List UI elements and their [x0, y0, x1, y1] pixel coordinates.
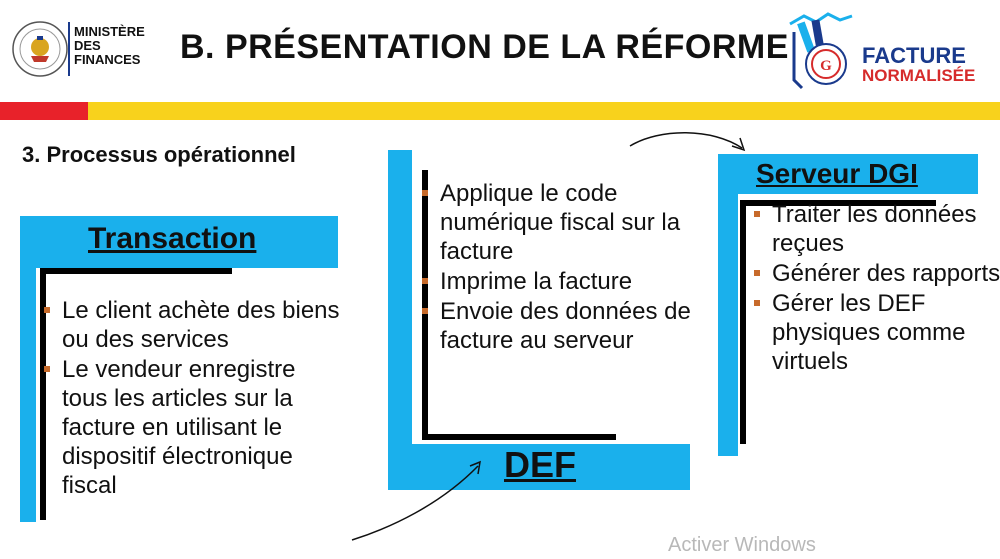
serveur-frame-left: [718, 154, 738, 456]
header-stripe-red: [0, 102, 88, 120]
svg-text:G: G: [820, 58, 832, 74]
activate-windows-watermark: Activer Windows: [668, 534, 816, 556]
def-accent-bottom: [422, 434, 616, 440]
serveur-title: Serveur DGI: [756, 158, 918, 189]
arrow-def-to-serveur-icon: [629, 132, 743, 149]
transaction-title: Transaction: [88, 222, 257, 255]
brand-line-2: NORMALISÉE: [862, 66, 976, 85]
ministry-line-2: DES FINANCES: [74, 38, 141, 67]
def-item: Imprime la facture: [420, 267, 700, 296]
brand-line-1: FACTURE: [862, 43, 966, 68]
transaction-item: Le client achète des biens ou des servic…: [42, 296, 342, 354]
slide-title: B. PRÉSENTATION DE LA RÉFORME: [180, 28, 789, 66]
def-title: DEF: [504, 444, 576, 485]
serveur-list: Traiter les données reçues Générer des r…: [752, 200, 1000, 377]
transaction-list: Le client achète des biens ou des servic…: [42, 296, 342, 501]
def-accent-left: [422, 170, 428, 440]
transaction-frame-top: [20, 216, 338, 268]
serveur-item: Gérer les DEF physiques comme virtuels: [752, 289, 1000, 376]
def-item: Applique le code numérique fiscal sur la…: [420, 179, 700, 266]
transaction-accent-left: [40, 268, 46, 520]
serveur-item: Générer des rapports: [752, 259, 1000, 288]
serveur-accent-left: [740, 200, 746, 444]
facture-normalisee-logo-icon: G: [789, 12, 853, 90]
serveur-item: Traiter les données reçues: [752, 200, 1000, 258]
serveur-accent-top: [740, 200, 936, 206]
def-item: Envoie des données de facture au serveur: [420, 297, 700, 355]
def-list: Applique le code numérique fiscal sur la…: [420, 179, 700, 356]
header-stripe-yellow: [88, 102, 1000, 120]
coat-of-arms-icon: [12, 21, 68, 77]
section-heading: 3. Processus opérationnel: [22, 142, 296, 167]
serveur-frame-top: [718, 154, 978, 194]
brand-name: FACTURE NORMALISÉE: [862, 43, 976, 86]
transaction-frame-left: [20, 216, 36, 522]
transaction-accent-top: [40, 268, 232, 274]
ministry-line-1: MINISTÈRE: [74, 24, 145, 39]
transaction-item: Le vendeur enregistre tous les articles …: [42, 355, 342, 500]
def-frame-left: [388, 150, 412, 490]
ministry-name: MINISTÈRE DES FINANCES: [74, 25, 164, 67]
header-separator: [68, 22, 70, 76]
